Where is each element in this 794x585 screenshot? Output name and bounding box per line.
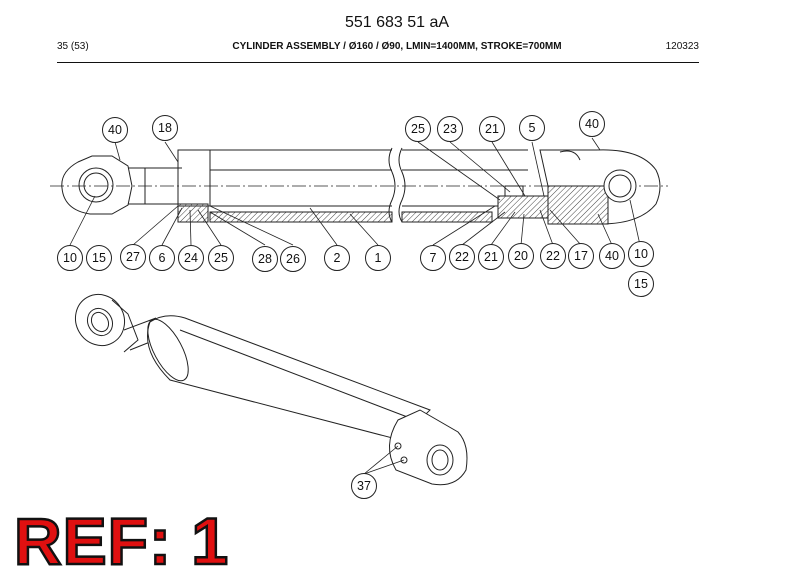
balloon-bottom-13: 20 (508, 243, 534, 269)
balloon-bottom-0: 10 (57, 245, 83, 271)
balloon-bottom-12: 21 (478, 244, 504, 270)
balloon-bottom-6: 28 (252, 246, 278, 272)
balloon-label: 2 (334, 251, 341, 265)
balloon-bottom-7: 26 (280, 246, 306, 272)
balloon-label: 6 (159, 251, 166, 265)
balloon-label: 25 (214, 251, 228, 265)
balloon-top-left-1: 18 (152, 115, 178, 141)
balloon-bottom-8: 2 (324, 245, 350, 271)
balloon-label: 25 (411, 122, 425, 136)
balloon-bottom-4: 24 (178, 245, 204, 271)
balloon-label: 15 (634, 277, 648, 291)
balloon-bottom-5: 25 (208, 245, 234, 271)
balloon-label: 18 (158, 121, 172, 135)
balloon-label: 23 (443, 122, 457, 136)
balloon-label: 37 (357, 479, 371, 493)
page-number: 35 (53) (57, 41, 89, 52)
balloon-label: 40 (585, 117, 599, 131)
balloon-label: 21 (484, 250, 498, 264)
balloon-label: 21 (485, 122, 499, 136)
balloon-extra-0: 15 (628, 271, 654, 297)
balloon-label: 27 (126, 250, 140, 264)
balloon-top-right-2: 21 (479, 116, 505, 142)
balloon-bottom-2: 27 (120, 244, 146, 270)
balloon-label: 28 (258, 252, 272, 266)
balloon-bottom-1: 15 (86, 245, 112, 271)
balloon-bottom-9: 1 (365, 245, 391, 271)
document-title: CYLINDER ASSEMBLY / Ø160 / Ø90, LMIN=140… (232, 41, 562, 52)
balloon-bottom-17: 10 (628, 241, 654, 267)
balloon-label: 7 (430, 251, 437, 265)
balloon-top-left-0: 40 (102, 117, 128, 143)
balloon-top-right-0: 25 (405, 116, 431, 142)
balloon-label: 1 (375, 251, 382, 265)
balloon-extra-1: 37 (351, 473, 377, 499)
balloon-bottom-15: 17 (568, 243, 594, 269)
balloon-bottom-14: 22 (540, 243, 566, 269)
document-code: 551 683 51 aA (344, 14, 450, 31)
balloon-label: 17 (574, 249, 588, 263)
balloon-bottom-11: 22 (449, 244, 475, 270)
balloon-label: 10 (63, 251, 77, 265)
balloon-bottom-16: 40 (599, 243, 625, 269)
balloon-label: 10 (634, 247, 648, 261)
balloon-label: 40 (605, 249, 619, 263)
leader-lines (69, 137, 641, 475)
balloon-label: 22 (455, 250, 469, 264)
header-rule (57, 62, 699, 63)
balloon-label: 5 (529, 121, 536, 135)
isometric-view (74, 293, 468, 486)
balloon-top-right-3: 5 (519, 115, 545, 141)
document-id: 120323 (665, 41, 699, 52)
ref-label: REF: 1 (13, 504, 230, 578)
balloon-label: 20 (514, 249, 528, 263)
balloon-label: 40 (108, 123, 122, 137)
balloon-top-right-4: 40 (579, 111, 605, 137)
balloon-bottom-3: 6 (149, 245, 175, 271)
balloon-label: 15 (92, 251, 106, 265)
balloon-top-right-1: 23 (437, 116, 463, 142)
balloon-label: 24 (184, 251, 198, 265)
balloon-label: 26 (286, 252, 300, 266)
section-view (50, 147, 668, 225)
balloon-label: 22 (546, 249, 560, 263)
balloon-bottom-10: 7 (420, 245, 446, 271)
